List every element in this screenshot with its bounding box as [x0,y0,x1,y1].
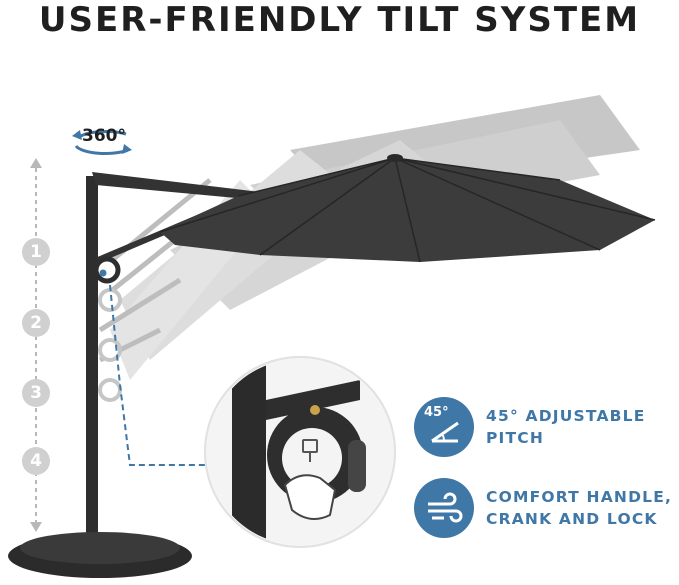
crank-dot [99,269,107,277]
step-1: 1 [22,238,50,266]
push-down-icon [302,439,318,462]
feature-comfort-handle: COMFORT HANDLE, CRANK AND LOCK [414,478,672,538]
zoom-connector [109,284,240,466]
step-2: 2 [22,309,50,337]
page-title: USER-FRIENDLY TILT SYSTEM [38,0,641,40]
height-arrow-top [30,158,42,168]
feature-2-line-1: COMFORT HANDLE, [486,488,673,506]
canopy-top [387,154,403,162]
crank-handle [93,256,121,284]
feature-adjustable-pitch: 45° 45° ADJUSTABLE PITCH [414,397,646,457]
tilt-angle-badge-text: 45° [424,405,449,420]
zoom-detail [204,356,396,548]
height-arrow-bottom [30,522,42,532]
umbrella-arm [92,172,260,200]
umbrella-base-top [20,532,180,564]
canopy-ribs [159,157,656,263]
wind-icon [414,478,474,538]
feature-1-line-2: PITCH [486,429,545,447]
rotation-label: 360° [82,126,126,146]
feature-2-line-2: CRANK AND LOCK [486,510,658,528]
tilt-angle-icon: 45° [414,397,474,457]
umbrella-pole [86,176,98,546]
step-3: 3 [22,379,50,407]
step-4: 4 [22,447,50,475]
feature-1-line-1: 45° ADJUSTABLE [486,407,646,425]
